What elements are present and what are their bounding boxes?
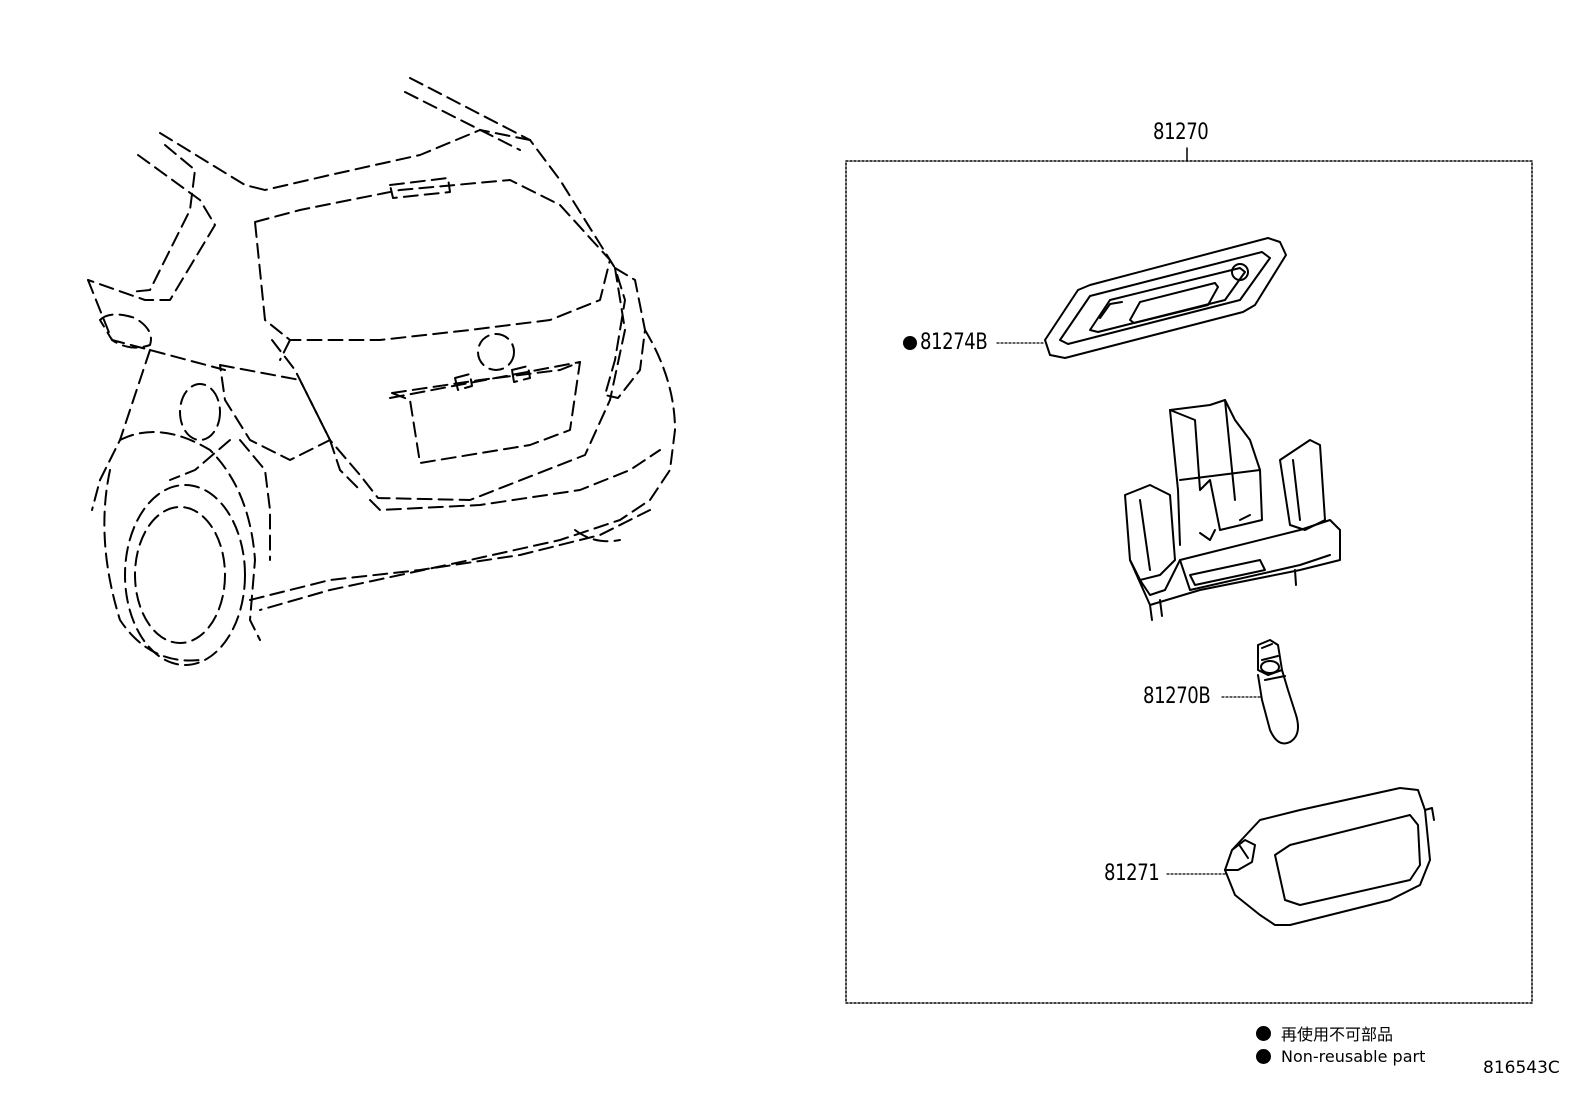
non-reusable-marker-dot [903, 336, 917, 350]
part-label-81271: 81271 [1104, 861, 1160, 886]
gasket-drawing [1044, 237, 1287, 359]
lens-drawing [1224, 787, 1435, 926]
legend-row-jp: 再使用不可部品 [1256, 1021, 1393, 1045]
legend-text-en: Non-reusable part [1281, 1047, 1426, 1066]
drawing-number: 816543C [1483, 1058, 1560, 1078]
assembly-kit-boundary [845, 160, 1533, 1004]
part-label-81270b: 81270B [1143, 684, 1211, 709]
bulb-drawing [1257, 639, 1299, 745]
lamp-housing-drawing [1124, 399, 1341, 621]
legend-text-jp: 再使用不可部品 [1281, 1025, 1394, 1044]
vehicle-rear-view [87, 77, 676, 666]
legend-bullet-icon [1256, 1025, 1271, 1041]
legend-bullet-icon [1256, 1049, 1271, 1064]
part-label-81274b: 81274B [920, 330, 988, 355]
part-label-81270: 81270 [1153, 120, 1209, 145]
legend-row-en: Non-reusable part [1256, 1047, 1425, 1066]
